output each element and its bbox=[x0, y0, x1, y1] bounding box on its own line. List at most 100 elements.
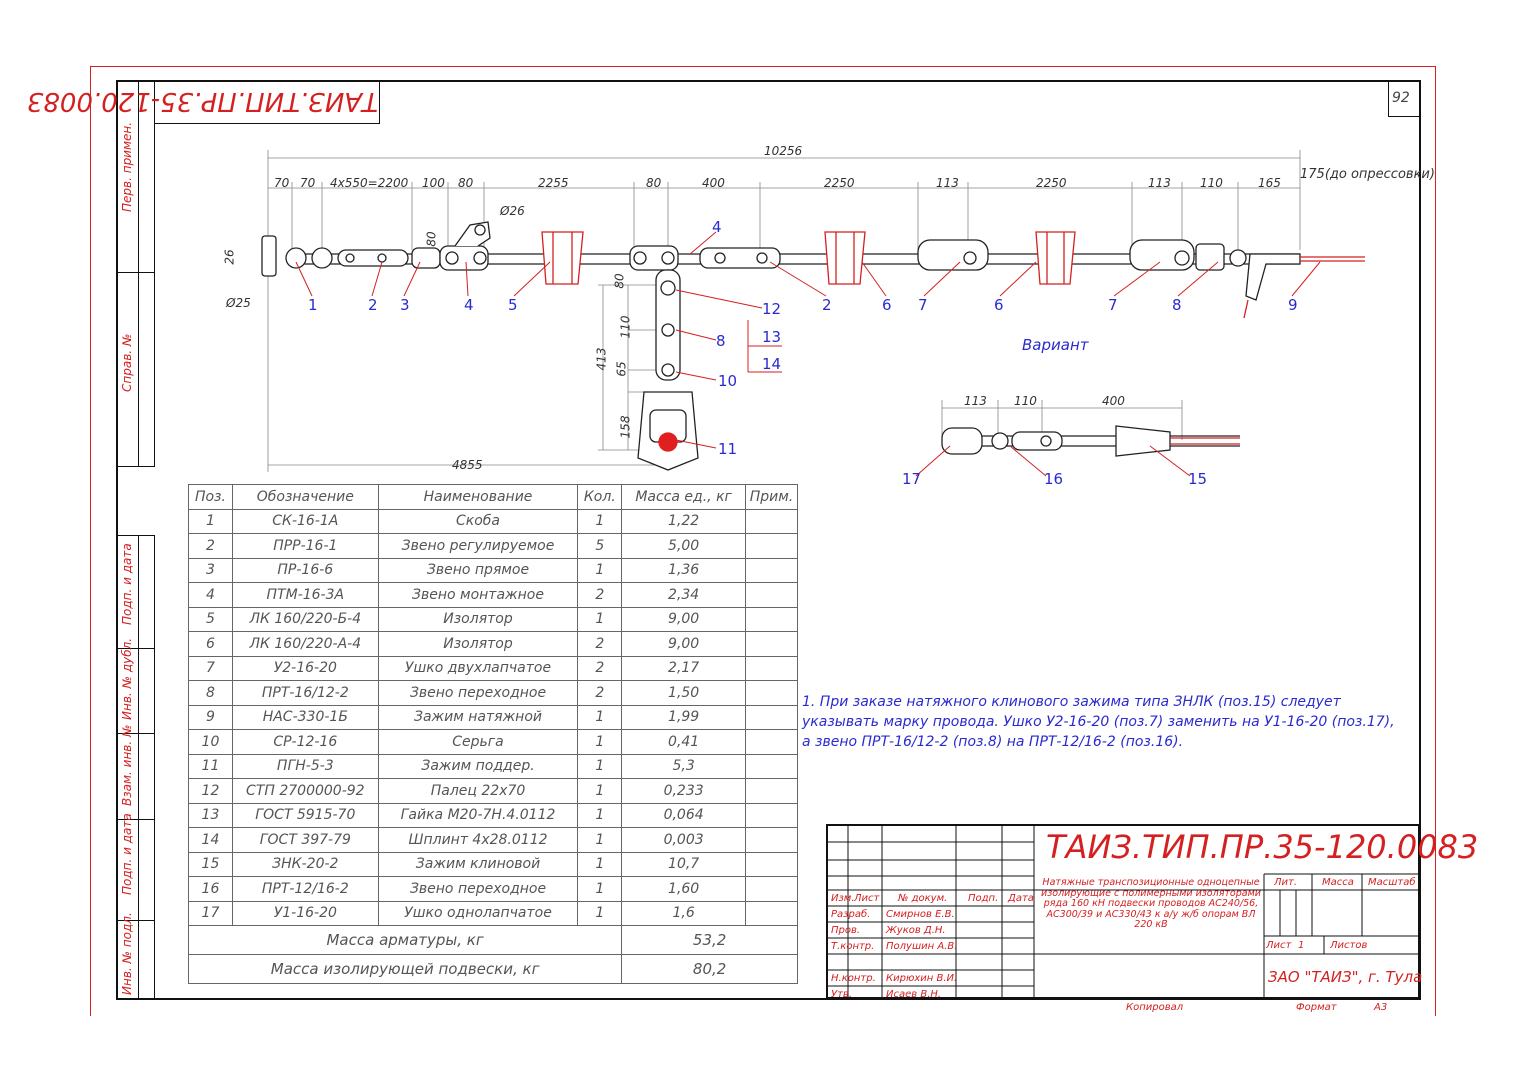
bom-cell-name: Зажим поддер. bbox=[377, 753, 579, 779]
bom-cell-name: Ушко однолапчатое bbox=[377, 900, 579, 926]
callout-17: 17 bbox=[902, 470, 922, 488]
bom-cell-mass: 0,003 bbox=[621, 827, 747, 853]
bom-header-name: Наименование bbox=[377, 484, 579, 510]
sidebar-strip-top bbox=[116, 80, 139, 466]
dim-d25: Ø25 bbox=[226, 296, 251, 310]
bom-cell-qty: 1 bbox=[577, 704, 623, 730]
tb-massa: Масса bbox=[1322, 877, 1354, 888]
bom-cell-note bbox=[745, 851, 798, 877]
bom-total-armature-label: Масса арматуры, кг bbox=[187, 925, 623, 955]
bom-cell-pos: 9 bbox=[188, 704, 233, 730]
bom-cell-mass: 9,00 bbox=[621, 631, 747, 657]
callout-4: 4 bbox=[464, 296, 474, 314]
tb-r-razrab: Разраб. bbox=[831, 909, 871, 920]
bom-cell-pos: 7 bbox=[188, 655, 233, 681]
bom-cell-note bbox=[745, 729, 798, 755]
bom-cell-mass: 9,00 bbox=[621, 606, 747, 632]
sidebar-cell-podp2 bbox=[116, 819, 155, 921]
bom-cell-note bbox=[745, 655, 798, 681]
bom-cell-name: Шплинт 4х28.0112 bbox=[377, 827, 579, 853]
bom-cell-note bbox=[745, 631, 798, 657]
bom-cell-name: Зажим натяжной bbox=[377, 704, 579, 730]
bom-cell-qty: 2 bbox=[577, 680, 623, 706]
bom-cell-mass: 1,36 bbox=[621, 557, 747, 583]
tb-desc-4: АС300/39 и АС330/43 к а/у ж/б опорам ВЛ bbox=[1046, 908, 1256, 920]
bom-cell-designation: У1-16-20 bbox=[231, 900, 379, 926]
bom-cell-designation: ПТМ-16-3А bbox=[231, 582, 379, 608]
bom-cell-designation: ПГН-5-3 bbox=[231, 753, 379, 779]
bom-cell-qty: 1 bbox=[577, 606, 623, 632]
bom-cell-qty: 1 bbox=[577, 729, 623, 755]
dim-2255: 2255 bbox=[538, 176, 569, 190]
bom-cell-qty: 5 bbox=[577, 533, 623, 559]
sidebar-cell-perv bbox=[116, 80, 155, 273]
bom-cell-pos: 8 bbox=[188, 680, 233, 706]
bom-cell-qty: 1 bbox=[577, 900, 623, 926]
tb-n-utv: Исаев В.Н. bbox=[886, 989, 942, 1000]
callout-8b: 8 bbox=[716, 332, 726, 350]
bom-cell-pos: 12 bbox=[188, 778, 233, 804]
bom-cell-mass: 1,60 bbox=[621, 876, 747, 902]
bom-cell-note bbox=[745, 802, 798, 828]
bom-cell-qty: 1 bbox=[577, 802, 623, 828]
callout-12: 12 bbox=[762, 300, 782, 318]
bom-cell-name: Зажим клиновой bbox=[377, 851, 579, 877]
tb-list-label: Лист bbox=[1266, 940, 1292, 951]
bom-cell-pos: 15 bbox=[188, 851, 233, 877]
inner-frame bbox=[116, 80, 1421, 1000]
tb-desc-1: Натяжные транспозиционные одноцепные bbox=[1042, 877, 1260, 888]
callout-7a: 7 bbox=[918, 296, 928, 314]
dim-80b: 80 bbox=[646, 176, 662, 190]
bom-header-row: Поз. Обозначение Наименование Кол. Масса… bbox=[188, 484, 798, 510]
dim-70a: 70 bbox=[274, 176, 290, 190]
bom-cell-mass: 5,3 bbox=[621, 753, 747, 779]
bom-cell-mass: 2,17 bbox=[621, 655, 747, 681]
bom-cell-note bbox=[745, 606, 798, 632]
bom-cell-note bbox=[745, 778, 798, 804]
bom-cell-note bbox=[745, 753, 798, 779]
sheet-number: 92 bbox=[1392, 90, 1410, 106]
dim-110: 110 bbox=[1200, 176, 1223, 190]
dim-113a: 113 bbox=[936, 176, 959, 190]
callout-3: 3 bbox=[400, 296, 410, 314]
dim-165: 165 bbox=[1258, 176, 1281, 190]
tb-r-nkontr: Н.контр. bbox=[831, 973, 876, 984]
sidebar-cell-invpodl bbox=[116, 920, 155, 999]
bom-cell-pos: 17 bbox=[188, 900, 233, 926]
bom-cell-qty: 1 bbox=[577, 851, 623, 877]
bom-cell-designation: СК-16-1А bbox=[231, 508, 379, 534]
bom-header-pos: Поз. bbox=[188, 484, 233, 510]
bom-cell-mass: 1,50 bbox=[621, 680, 747, 706]
bom-total-suspension-value: 80,2 bbox=[621, 954, 798, 984]
bom-cell-designation: ЛК 160/220-А-4 bbox=[231, 631, 379, 657]
tb-h-ndokum: № докум. bbox=[898, 893, 948, 904]
callout-11: 11 bbox=[718, 440, 738, 458]
dim-80c: 80 bbox=[612, 273, 627, 289]
callout-6b: 6 bbox=[994, 296, 1004, 314]
dim-26: 26 bbox=[222, 249, 237, 265]
tb-desc-5: 220 кВ bbox=[1134, 919, 1168, 930]
tb-lit: Лит. bbox=[1274, 877, 1298, 888]
bom-cell-pos: 2 bbox=[188, 533, 233, 559]
sheet-number-box bbox=[1388, 82, 1420, 117]
callout-14: 14 bbox=[762, 355, 782, 373]
sidebar-cell-podp1 bbox=[116, 535, 155, 649]
dim-4x550: 4x550=2200 bbox=[330, 176, 409, 190]
bom-cell-pos: 3 bbox=[188, 557, 233, 583]
tb-company: ЗАО "ТАИЗ", г. Тула bbox=[1268, 968, 1423, 986]
bom-cell-qty: 2 bbox=[577, 631, 623, 657]
bom-cell-mass: 1,99 bbox=[621, 704, 747, 730]
bom-cell-note bbox=[745, 827, 798, 853]
tb-h-list: Лист bbox=[854, 893, 880, 904]
bom-cell-qty: 1 bbox=[577, 827, 623, 853]
